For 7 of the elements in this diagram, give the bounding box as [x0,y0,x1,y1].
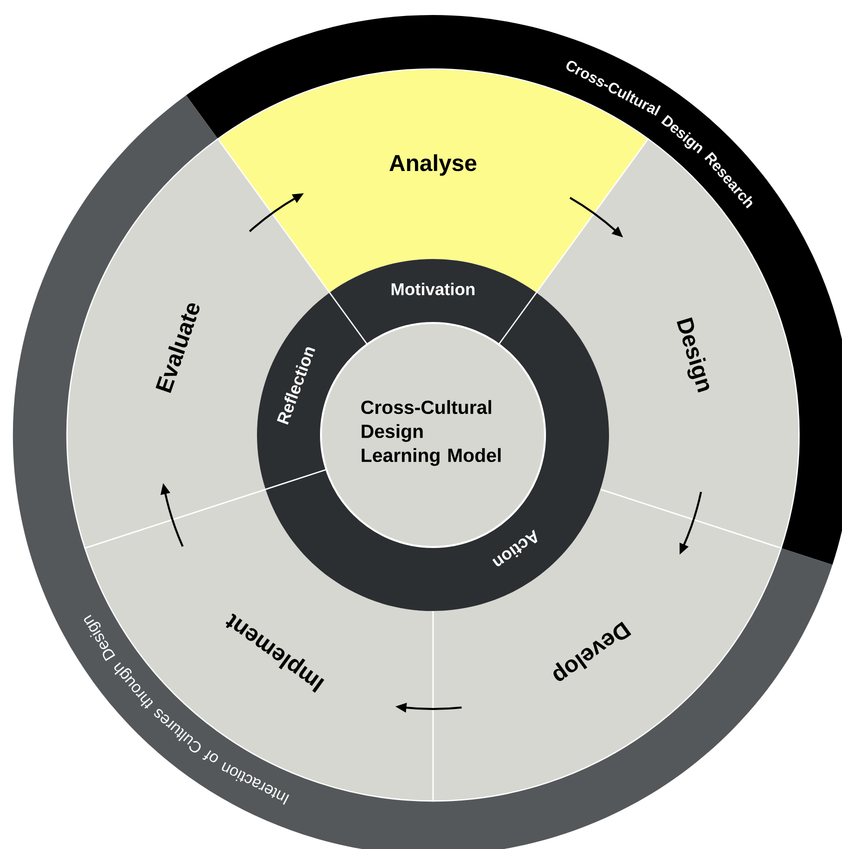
arrow [680,492,702,555]
arrow [395,702,462,713]
arrow [570,196,624,238]
arrow [249,193,304,232]
ring-segment: Motivation [329,259,537,345]
node-label: Design [676,317,710,392]
arrow [160,483,184,547]
